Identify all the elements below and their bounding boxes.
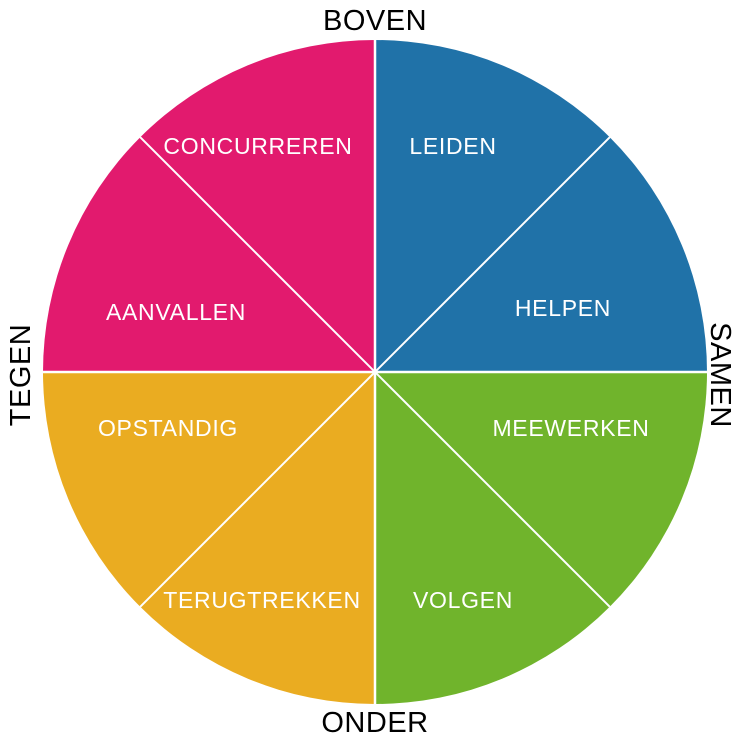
axis-label-boven: BOVEN [323, 5, 427, 37]
sector-label-helpen: HELPEN [515, 295, 611, 321]
diagonal-divider-ne-sw [139, 136, 611, 608]
sector-label-aanvallen: AANVALLEN [106, 299, 246, 325]
sector-label-leiden: LEIDEN [409, 133, 496, 159]
sector-label-meewerken: MEEWERKEN [492, 415, 649, 441]
axis-label-samen: SAMEN [704, 322, 736, 428]
axis-label-onder: ONDER [321, 707, 428, 739]
axis-label-tegen: TEGEN [5, 324, 37, 426]
sector-label-concurreren: CONCURREREN [163, 133, 352, 159]
sector-label-volgen: VOLGEN [413, 587, 513, 613]
sector-label-terugtrekken: TERUGTREKKEN [163, 587, 361, 613]
sector-label-opstandig: OPSTANDIG [98, 415, 238, 441]
